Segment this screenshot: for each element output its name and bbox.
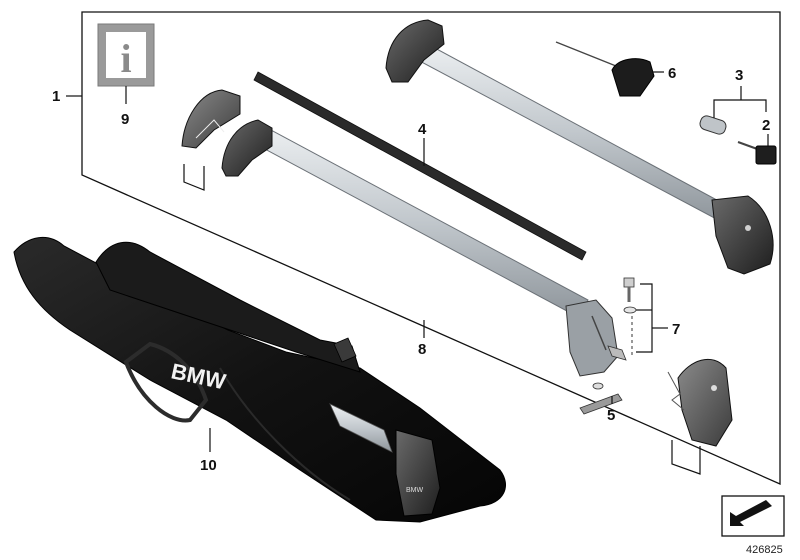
roof-bar-lower [221,119,619,377]
key-part [555,41,655,97]
callout-5: 5 [607,407,615,424]
lock-cylinder [699,115,727,135]
reference-number: 426825 [746,544,783,556]
callout-1: 1 [52,88,60,105]
leader-lines [183,71,769,475]
callout-9: 9 [121,111,129,128]
storage-bag: BMW BMW [13,237,506,523]
bar-brand-logo: BMW [406,487,424,494]
callout-labels: 1 2 3 4 5 6 7 8 9 10 [52,65,770,474]
lock-key [737,141,777,165]
callout-10: 10 [200,457,217,474]
screw-set [607,277,637,361]
callout-6: 6 [668,65,676,82]
end-cap-left [181,89,241,149]
rubber-strip [253,71,587,261]
arrow-nav-icon[interactable] [721,495,785,537]
assembly-frame [66,11,781,485]
roof-bar-upper [385,19,774,275]
info-box: i [97,23,155,104]
end-cap-right [667,358,733,447]
callout-2: 2 [762,117,770,134]
callout-3: 3 [735,67,743,84]
callout-7: 7 [672,321,680,338]
callout-4: 4 [418,121,427,138]
info-icon: i [120,36,131,81]
callout-8: 8 [418,341,426,358]
